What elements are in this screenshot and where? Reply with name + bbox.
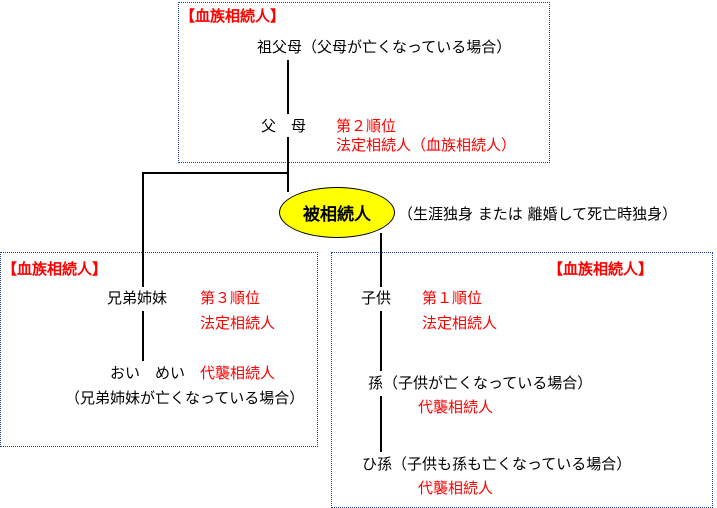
siblings-to-nephews-line (142, 311, 144, 361)
sibling-branch-vertical-line (142, 172, 144, 287)
grandchildren-label: 孫（子供が亡くなっている場合） (368, 374, 593, 392)
second-rank-label: 第２順位 (336, 117, 397, 135)
siblings-label: 兄弟姉妹 (107, 289, 168, 307)
sibling-branch-horizontal-line (142, 172, 288, 174)
nephews-label: おい めい (110, 364, 186, 382)
first-rank-heir-type: 法定相続人 (422, 314, 498, 332)
parents-to-decedent-line (287, 137, 289, 192)
children-to-grandchildren-line (380, 311, 382, 371)
decedent-node: 被相続人 (279, 187, 395, 238)
grandparents-to-parents-line (287, 60, 289, 114)
left-heir-box (0, 252, 318, 447)
children-label: 子供 (361, 289, 392, 307)
nephews-condition-label: （兄弟姉妹が亡くなっている場合） (65, 389, 305, 407)
third-rank-label: 第３順位 (200, 289, 261, 307)
decedent-label: 被相続人 (303, 205, 371, 225)
nephews-representative-label: 代襲相続人 (200, 364, 276, 382)
top-heir-box (178, 2, 550, 163)
left-box-header: 【血族相続人】 (2, 260, 108, 278)
first-rank-label: 第１順位 (422, 289, 483, 307)
top-box-header: 【血族相続人】 (180, 7, 286, 25)
parents-label: 父 母 (261, 117, 307, 135)
grandparents-label: 祖父母（父母が亡くなっている場合） (257, 38, 512, 56)
grandchildren-to-great-grandchildren-line (380, 396, 382, 452)
second-rank-heir-type: 法定相続人（血族相続人） (336, 136, 517, 154)
decedent-to-children-line (380, 233, 382, 287)
great-grandchildren-label: ひ孫（子供も孫も亡くなっている場合） (362, 455, 632, 473)
great-grandchildren-heir-label: 代襲相続人 (418, 479, 494, 497)
third-rank-heir-type: 法定相続人 (200, 314, 276, 332)
grandchildren-heir-label: 代襲相続人 (418, 398, 494, 416)
decedent-note: （生涯独身 または 離婚して死亡時独身） (398, 205, 678, 223)
right-box-header: 【血族相続人】 (548, 260, 654, 278)
